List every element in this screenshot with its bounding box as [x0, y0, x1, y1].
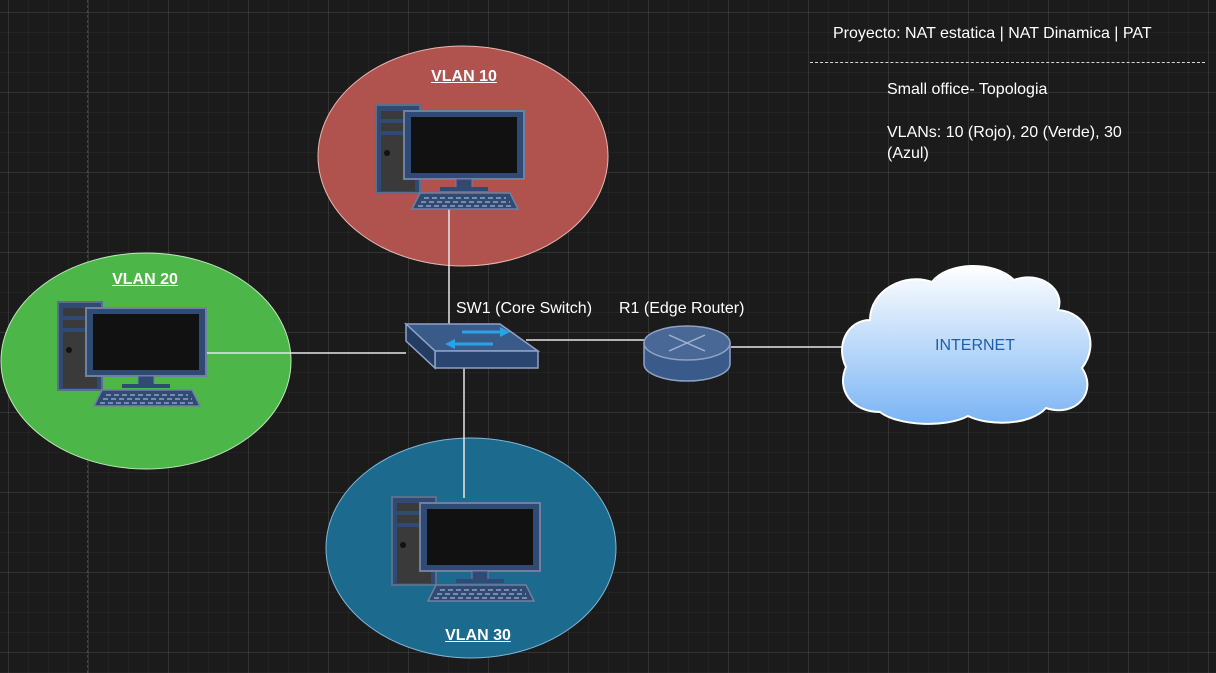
pc-vlan10-icon [375, 104, 525, 210]
internet-label: INTERNET [935, 337, 1015, 354]
router-label: R1 (Edge Router) [619, 300, 745, 317]
vlan30-label: VLAN 30 [445, 627, 511, 644]
subtitle-note: Small office- Topologia [887, 81, 1048, 98]
vlans-note: VLANs: 10 (Rojo), 20 (Verde), 30 (Azul) [887, 124, 1122, 162]
pc-vlan30-icon [391, 496, 541, 602]
switch-icon [404, 322, 541, 370]
router-icon [643, 325, 731, 382]
vlan10-label: VLAN 10 [431, 68, 497, 85]
title-divider [810, 62, 1205, 63]
switch-label: SW1 (Core Switch) [456, 300, 593, 317]
project-title: Proyecto: NAT estatica | NAT Dinamica | … [833, 25, 1152, 42]
pc-vlan20-icon [57, 301, 207, 407]
internet-cloud-icon [841, 264, 1092, 425]
vlan20-label: VLAN 20 [112, 271, 178, 288]
